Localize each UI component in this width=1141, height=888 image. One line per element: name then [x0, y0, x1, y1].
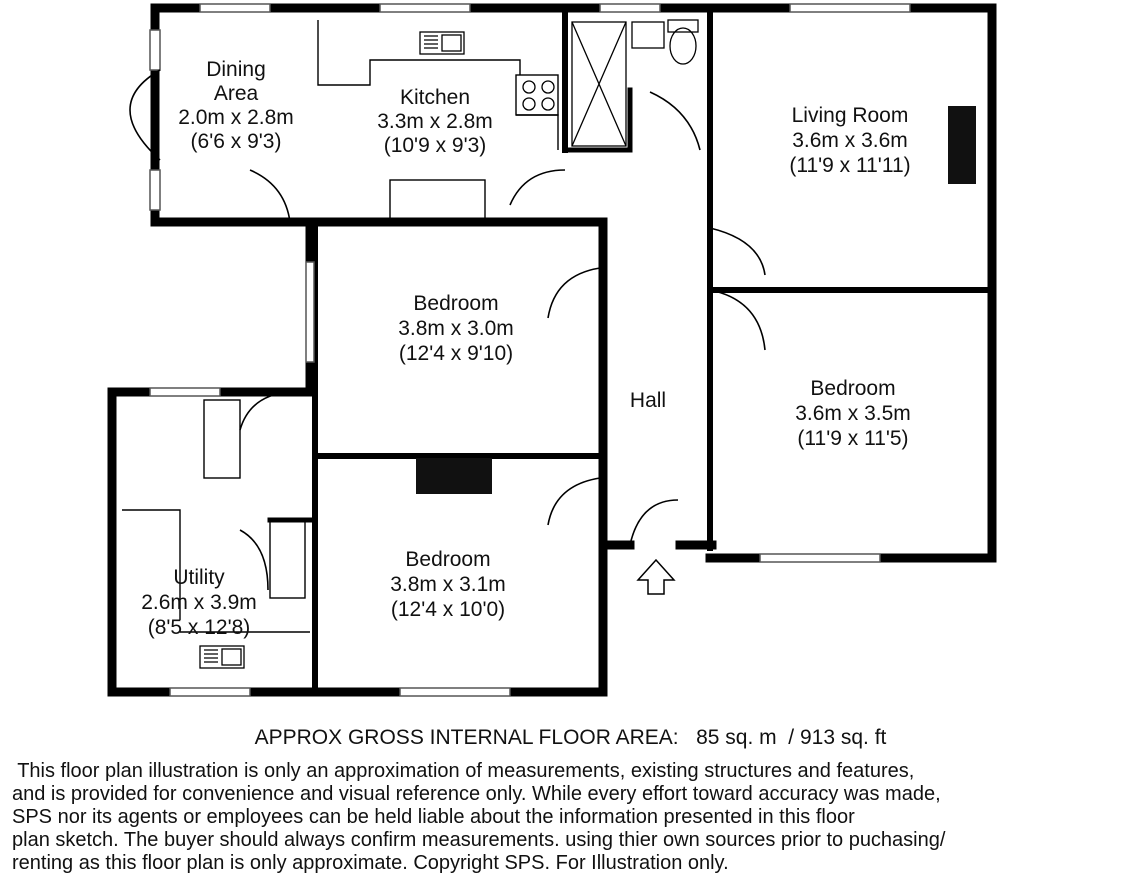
hall-label: Hall: [630, 389, 666, 412]
bedroom-3-metric: 3.8m x 3.1m: [390, 573, 506, 596]
utility-label: Utility: [173, 566, 225, 589]
utility-imperial: (8'5 x 12'8): [148, 616, 251, 639]
kitchen-metric: 3.3m x 2.8m: [377, 110, 493, 133]
fixtures: [122, 20, 559, 633]
kitchen-imperial: (10'9 x 9'3): [384, 134, 487, 157]
living-room-metric: 3.6m x 3.6m: [792, 129, 908, 152]
bedroom-2-metric: 3.6m x 3.5m: [795, 402, 911, 425]
entrance-arrow-icon: [636, 558, 676, 595]
fireplace-icon: [416, 458, 492, 494]
bedroom-1-metric: 3.8m x 3.0m: [398, 317, 514, 340]
toilet-icon: [631, 19, 699, 65]
bedroom-1-label: Bedroom: [413, 292, 498, 315]
bedroom-2-label: Bedroom: [810, 377, 895, 400]
bedroom-2-imperial: (11'9 x 11'5): [797, 427, 908, 450]
floor-plan: Dining Area 2.0m x 2.8m (6'6 x 9'3) Kitc…: [107, 3, 997, 697]
sink-icon: [419, 31, 465, 55]
disclaimer-line: SPS nor its agents or employees can be h…: [12, 806, 855, 828]
kitchen-label: Kitchen: [400, 86, 470, 109]
shower-icon: [571, 21, 627, 147]
disclaimer-line: plan sketch. The buyer should always con…: [12, 829, 946, 851]
disclaimer: This floor plan illustration is only an …: [12, 760, 945, 875]
bedroom-1-imperial: (12'4 x 9'10): [399, 342, 513, 365]
doors: [129, 69, 766, 591]
utility-metric: 2.6m x 3.9m: [141, 591, 257, 614]
windows: [149, 3, 911, 697]
room-labels: Dining Area 2.0m x 2.8m (6'6 x 9'3) Kitc…: [141, 58, 911, 639]
sink-icon: [199, 645, 245, 669]
gross-floor-area: APPROX GROSS INTERNAL FLOOR AREA: 85 sq.…: [254, 726, 887, 749]
fireplace-icon: [948, 106, 976, 184]
bedroom-3-imperial: (12'4 x 10'0): [391, 598, 505, 621]
bedroom-3-label: Bedroom: [405, 548, 490, 571]
disclaimer-line: and is provided for convenience and visu…: [12, 783, 941, 805]
disclaimer-line: renting as this floor plan is only appro…: [12, 852, 729, 874]
living-room-imperial: (11'9 x 11'11): [789, 154, 910, 177]
dining-imperial: (6'6 x 9'3): [191, 130, 282, 153]
disclaimer-line: This floor plan illustration is only an …: [12, 760, 915, 782]
living-room-label: Living Room: [792, 104, 909, 127]
dining-metric: 2.0m x 2.8m: [178, 106, 294, 129]
hob-icon: [522, 80, 555, 111]
dining-label-2: Area: [214, 82, 259, 105]
dining-label: Dining: [206, 58, 266, 81]
